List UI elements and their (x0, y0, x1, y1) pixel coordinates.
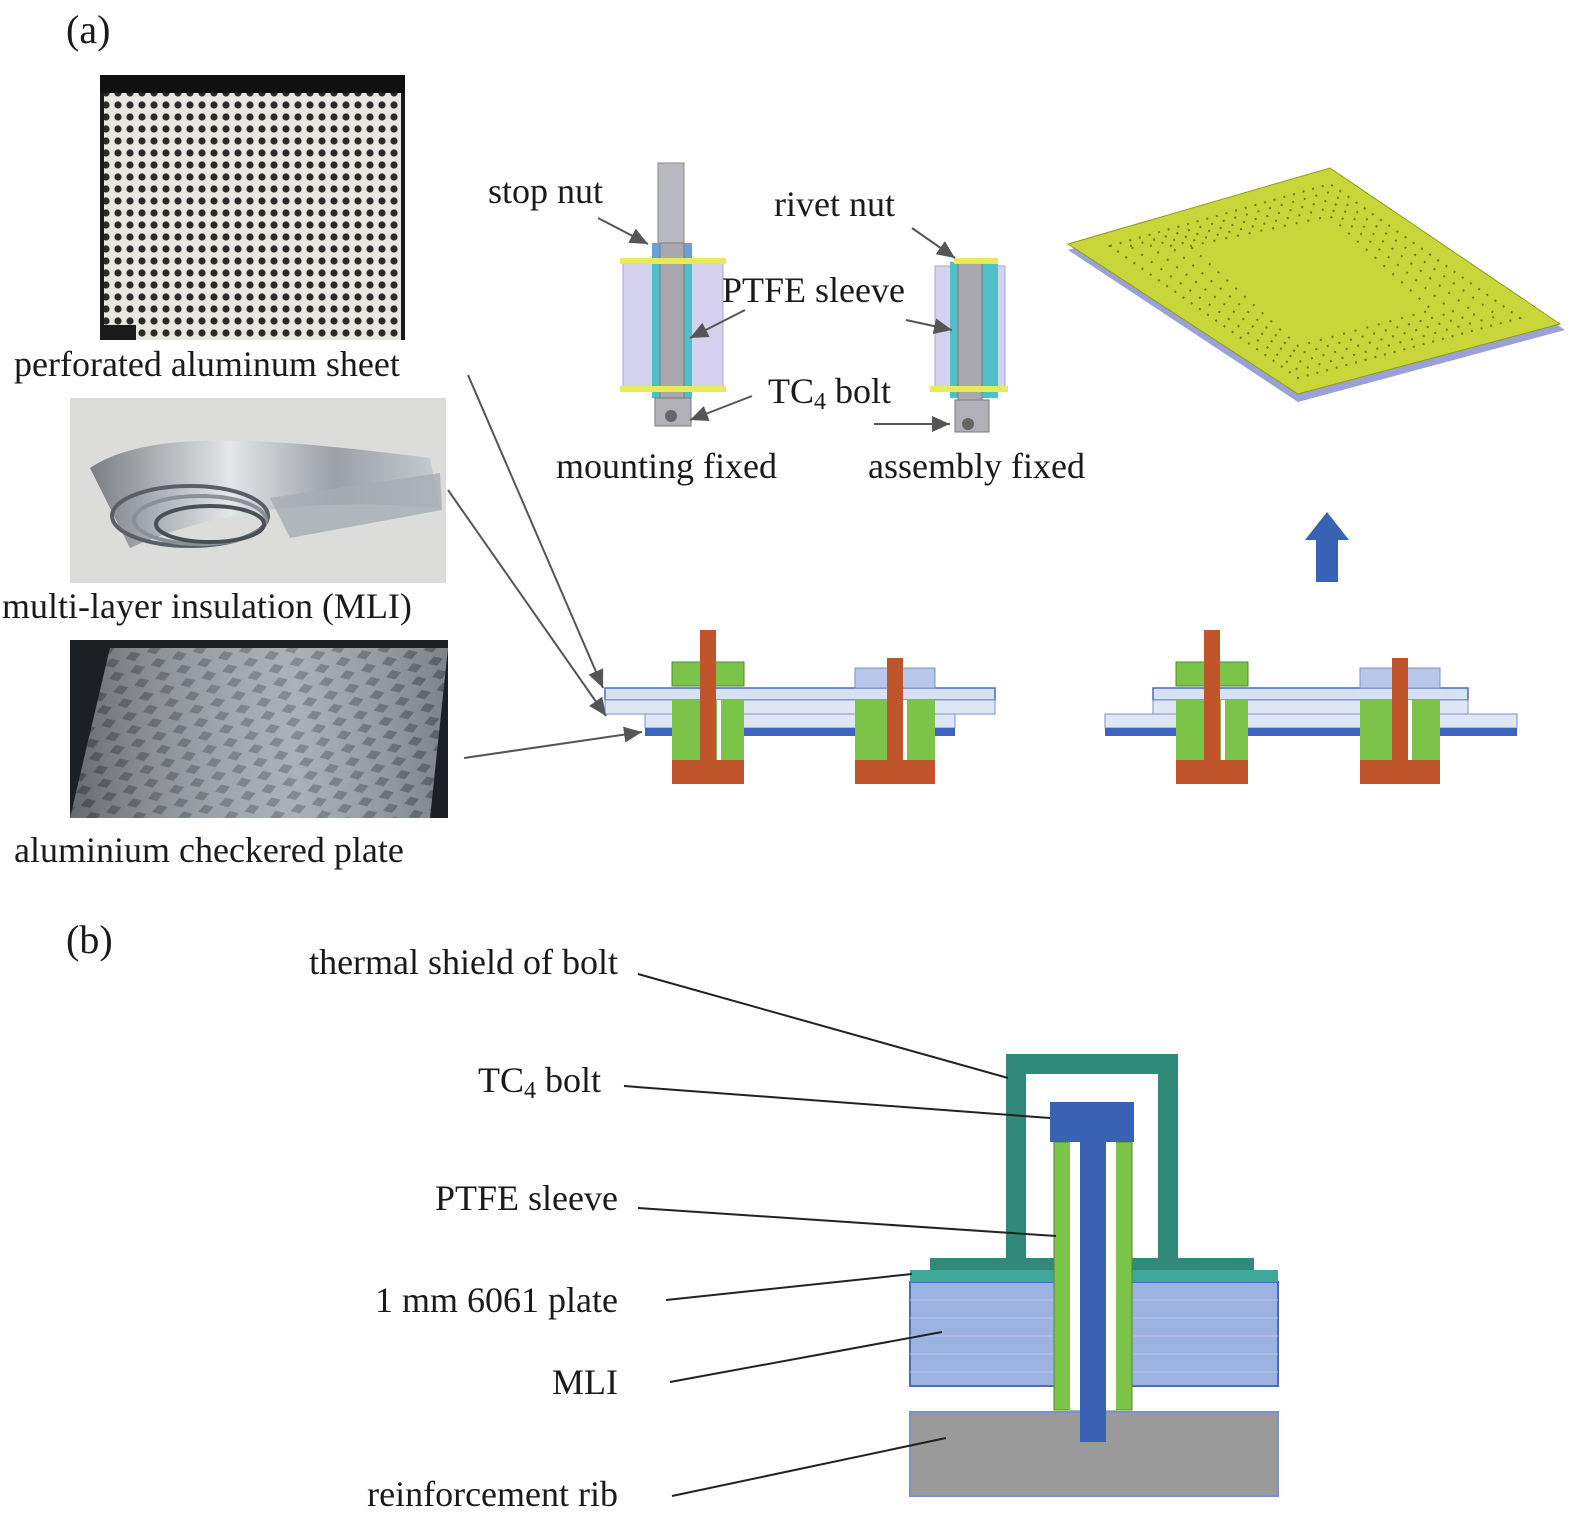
mounting-fixed-drawing (620, 162, 726, 427)
assembly-fixed-drawing (930, 258, 1008, 433)
panel-b-label: (b) (66, 917, 113, 962)
mli-image (70, 398, 446, 583)
mli-photo (70, 398, 446, 583)
mli-label: multi-layer insulation (MLI) (2, 586, 412, 626)
checkered-plate-label: aluminium checkered plate (14, 830, 404, 870)
thermal-shield-label: thermal shield of bolt (309, 942, 618, 982)
mli-label-b: MLI (552, 1362, 618, 1402)
up-arrow (1305, 512, 1349, 582)
reinforcement-rib-label: reinforcement rib (367, 1474, 618, 1514)
stop-nut-label: stop nut (488, 171, 604, 211)
mounting-fixed-label: mounting fixed (556, 446, 777, 486)
right-assembly-section (1104, 630, 1518, 784)
panel-a-label: (a) (66, 7, 111, 52)
left-assembly-section (604, 630, 996, 784)
tc4-bolt-label-b: TC4 bolt (478, 1060, 602, 1104)
ptfe-sleeve-label: PTFE sleeve (722, 270, 905, 310)
assembly-fixed-label: assembly fixed (868, 446, 1085, 486)
isometric-panel-drawing (1066, 167, 1565, 402)
checkered-plate-image (70, 648, 448, 818)
ptfe-sleeve-label-b: PTFE sleeve (435, 1178, 618, 1218)
rivet-nut-label: rivet nut (774, 184, 895, 224)
perforated-sheet-photo (100, 75, 405, 340)
panel-b-section (909, 1054, 1279, 1497)
checkered-plate-photo (70, 640, 448, 818)
tc4-bolt-label-a: TC4 bolt (768, 371, 892, 415)
plate-6061-label: 1 mm 6061 plate (375, 1280, 618, 1320)
perforated-sheet-image (100, 75, 405, 340)
perforated-sheet-label: perforated aluminum sheet (14, 344, 400, 384)
